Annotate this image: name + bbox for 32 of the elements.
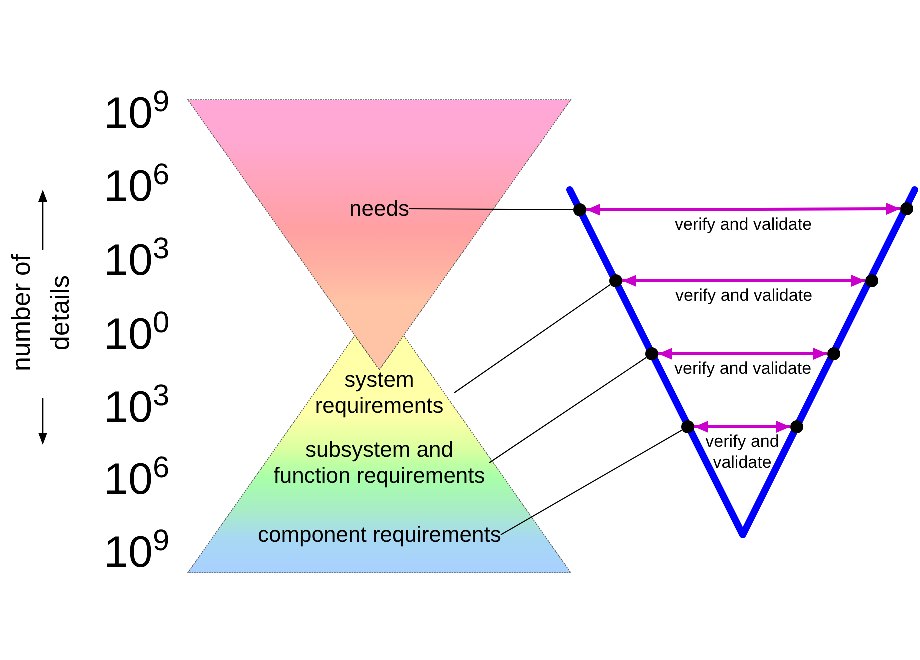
connection-dot (866, 274, 878, 288)
leader-line (489, 357, 647, 464)
edge-label: verify and validate (704, 432, 780, 474)
leader-line (500, 430, 683, 536)
level-label: system requirements (304, 366, 454, 420)
tick-label: 10$^{6}$ (104, 165, 170, 209)
tick-label: 10$^{0}$ (104, 313, 170, 357)
tick-label: 10$^{9}$ (104, 531, 170, 575)
level-label: subsystem and function requirements (270, 436, 490, 490)
level-label: component requirements (258, 522, 502, 548)
double-arrow (622, 275, 866, 287)
double-arrow (658, 348, 828, 360)
level-label: needs (350, 196, 410, 222)
tick-label: 10$^{6}$ (104, 458, 170, 502)
connection-dot (610, 274, 622, 288)
connection-dot (682, 420, 694, 434)
edge-label: verify and validate (674, 359, 812, 380)
edge-label: verify and validate (676, 286, 813, 307)
connection-dot (790, 420, 804, 434)
connection-dot (574, 204, 586, 216)
leader-line (410, 208, 574, 210)
double-arrow (586, 203, 900, 216)
tick-label: 10$^{3}$ (104, 239, 170, 283)
connection-dot (828, 348, 840, 360)
tick-label: 10$^{9}$ (104, 92, 170, 136)
connection-dot (900, 202, 914, 216)
connection-dot (646, 348, 658, 360)
leader-line (454, 284, 611, 394)
edge-label: verify and validate (675, 214, 812, 236)
tick-label: 10$^{3}$ (104, 386, 170, 430)
double-arrow (694, 421, 790, 433)
axis-title: number of details (5, 253, 76, 373)
